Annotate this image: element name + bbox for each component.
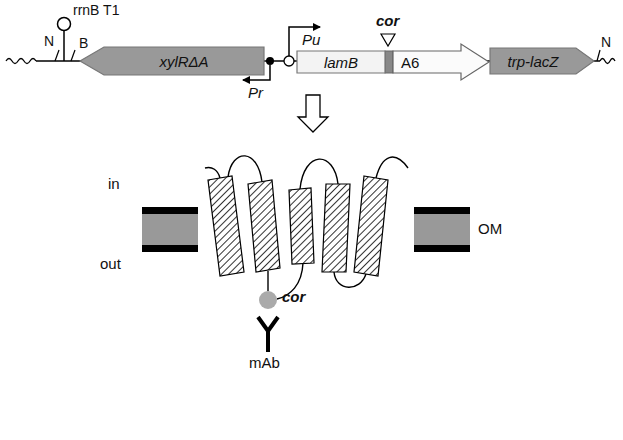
transmembrane-segment — [208, 176, 244, 276]
linker-segment — [385, 51, 393, 73]
restriction-site-tick — [597, 50, 600, 61]
terminator-stem — [63, 31, 65, 61]
transmembrane-segment — [322, 184, 350, 272]
restriction-site-tick — [71, 50, 75, 61]
site-label: B — [79, 36, 88, 51]
vector-wavy-line — [6, 59, 36, 64]
membrane-leaflet — [142, 245, 198, 252]
promoter-label: Pu — [302, 32, 320, 49]
membrane-core — [142, 207, 198, 252]
site-label: N — [44, 34, 54, 49]
insertion-label: cor — [376, 13, 399, 30]
terminator-loop — [58, 18, 71, 31]
promoter-dot — [266, 57, 274, 65]
transition-arrow — [298, 95, 328, 132]
gene-arrow: xylRΔA — [80, 47, 264, 75]
gene-name: lamB — [324, 55, 358, 70]
insertion-triangle — [381, 34, 395, 46]
membrane-leaflet — [142, 207, 198, 214]
epitope-circle — [259, 291, 277, 309]
terminator-label: rrnB T1 — [73, 3, 119, 18]
promoter-circle — [284, 56, 294, 66]
membrane-core — [414, 207, 470, 252]
promoter-label: Pr — [248, 85, 263, 102]
gene-arrow-shape — [80, 47, 264, 75]
epitope-label: cor — [282, 289, 305, 306]
transmembrane-segment — [289, 188, 314, 264]
protein-loop — [334, 272, 366, 287]
gene-box: lamB — [297, 51, 385, 73]
transmembrane-segment — [248, 180, 280, 272]
vector-wavy-line — [600, 59, 615, 64]
compartment-label: in — [108, 176, 120, 193]
protein-loop — [267, 271, 268, 291]
membrane-leaflet — [414, 245, 470, 252]
reporter-arrow-shape — [490, 48, 594, 74]
antigen-arrow-shape — [393, 44, 489, 80]
protein-loop — [228, 156, 262, 182]
membrane-leaflet — [414, 207, 470, 214]
gene-box-shape — [297, 51, 385, 73]
antibody-label: mAb — [249, 355, 280, 372]
antibody-symbol — [258, 317, 278, 352]
membrane-label: OM — [478, 221, 502, 238]
gene-name: A6 — [401, 55, 419, 70]
site-label: N — [601, 35, 611, 50]
restriction-site-tick — [55, 50, 59, 61]
protein-loop — [376, 157, 408, 178]
gene-name: trp-lacZ — [508, 54, 559, 69]
antigen-arrow: A6 — [393, 44, 489, 80]
protein-loop — [205, 167, 220, 178]
transmembrane-segment — [354, 176, 388, 276]
compartment-label: out — [100, 256, 121, 273]
gene-name: xylRΔA — [159, 54, 208, 69]
reporter-arrow: trp-lacZ — [490, 48, 594, 74]
